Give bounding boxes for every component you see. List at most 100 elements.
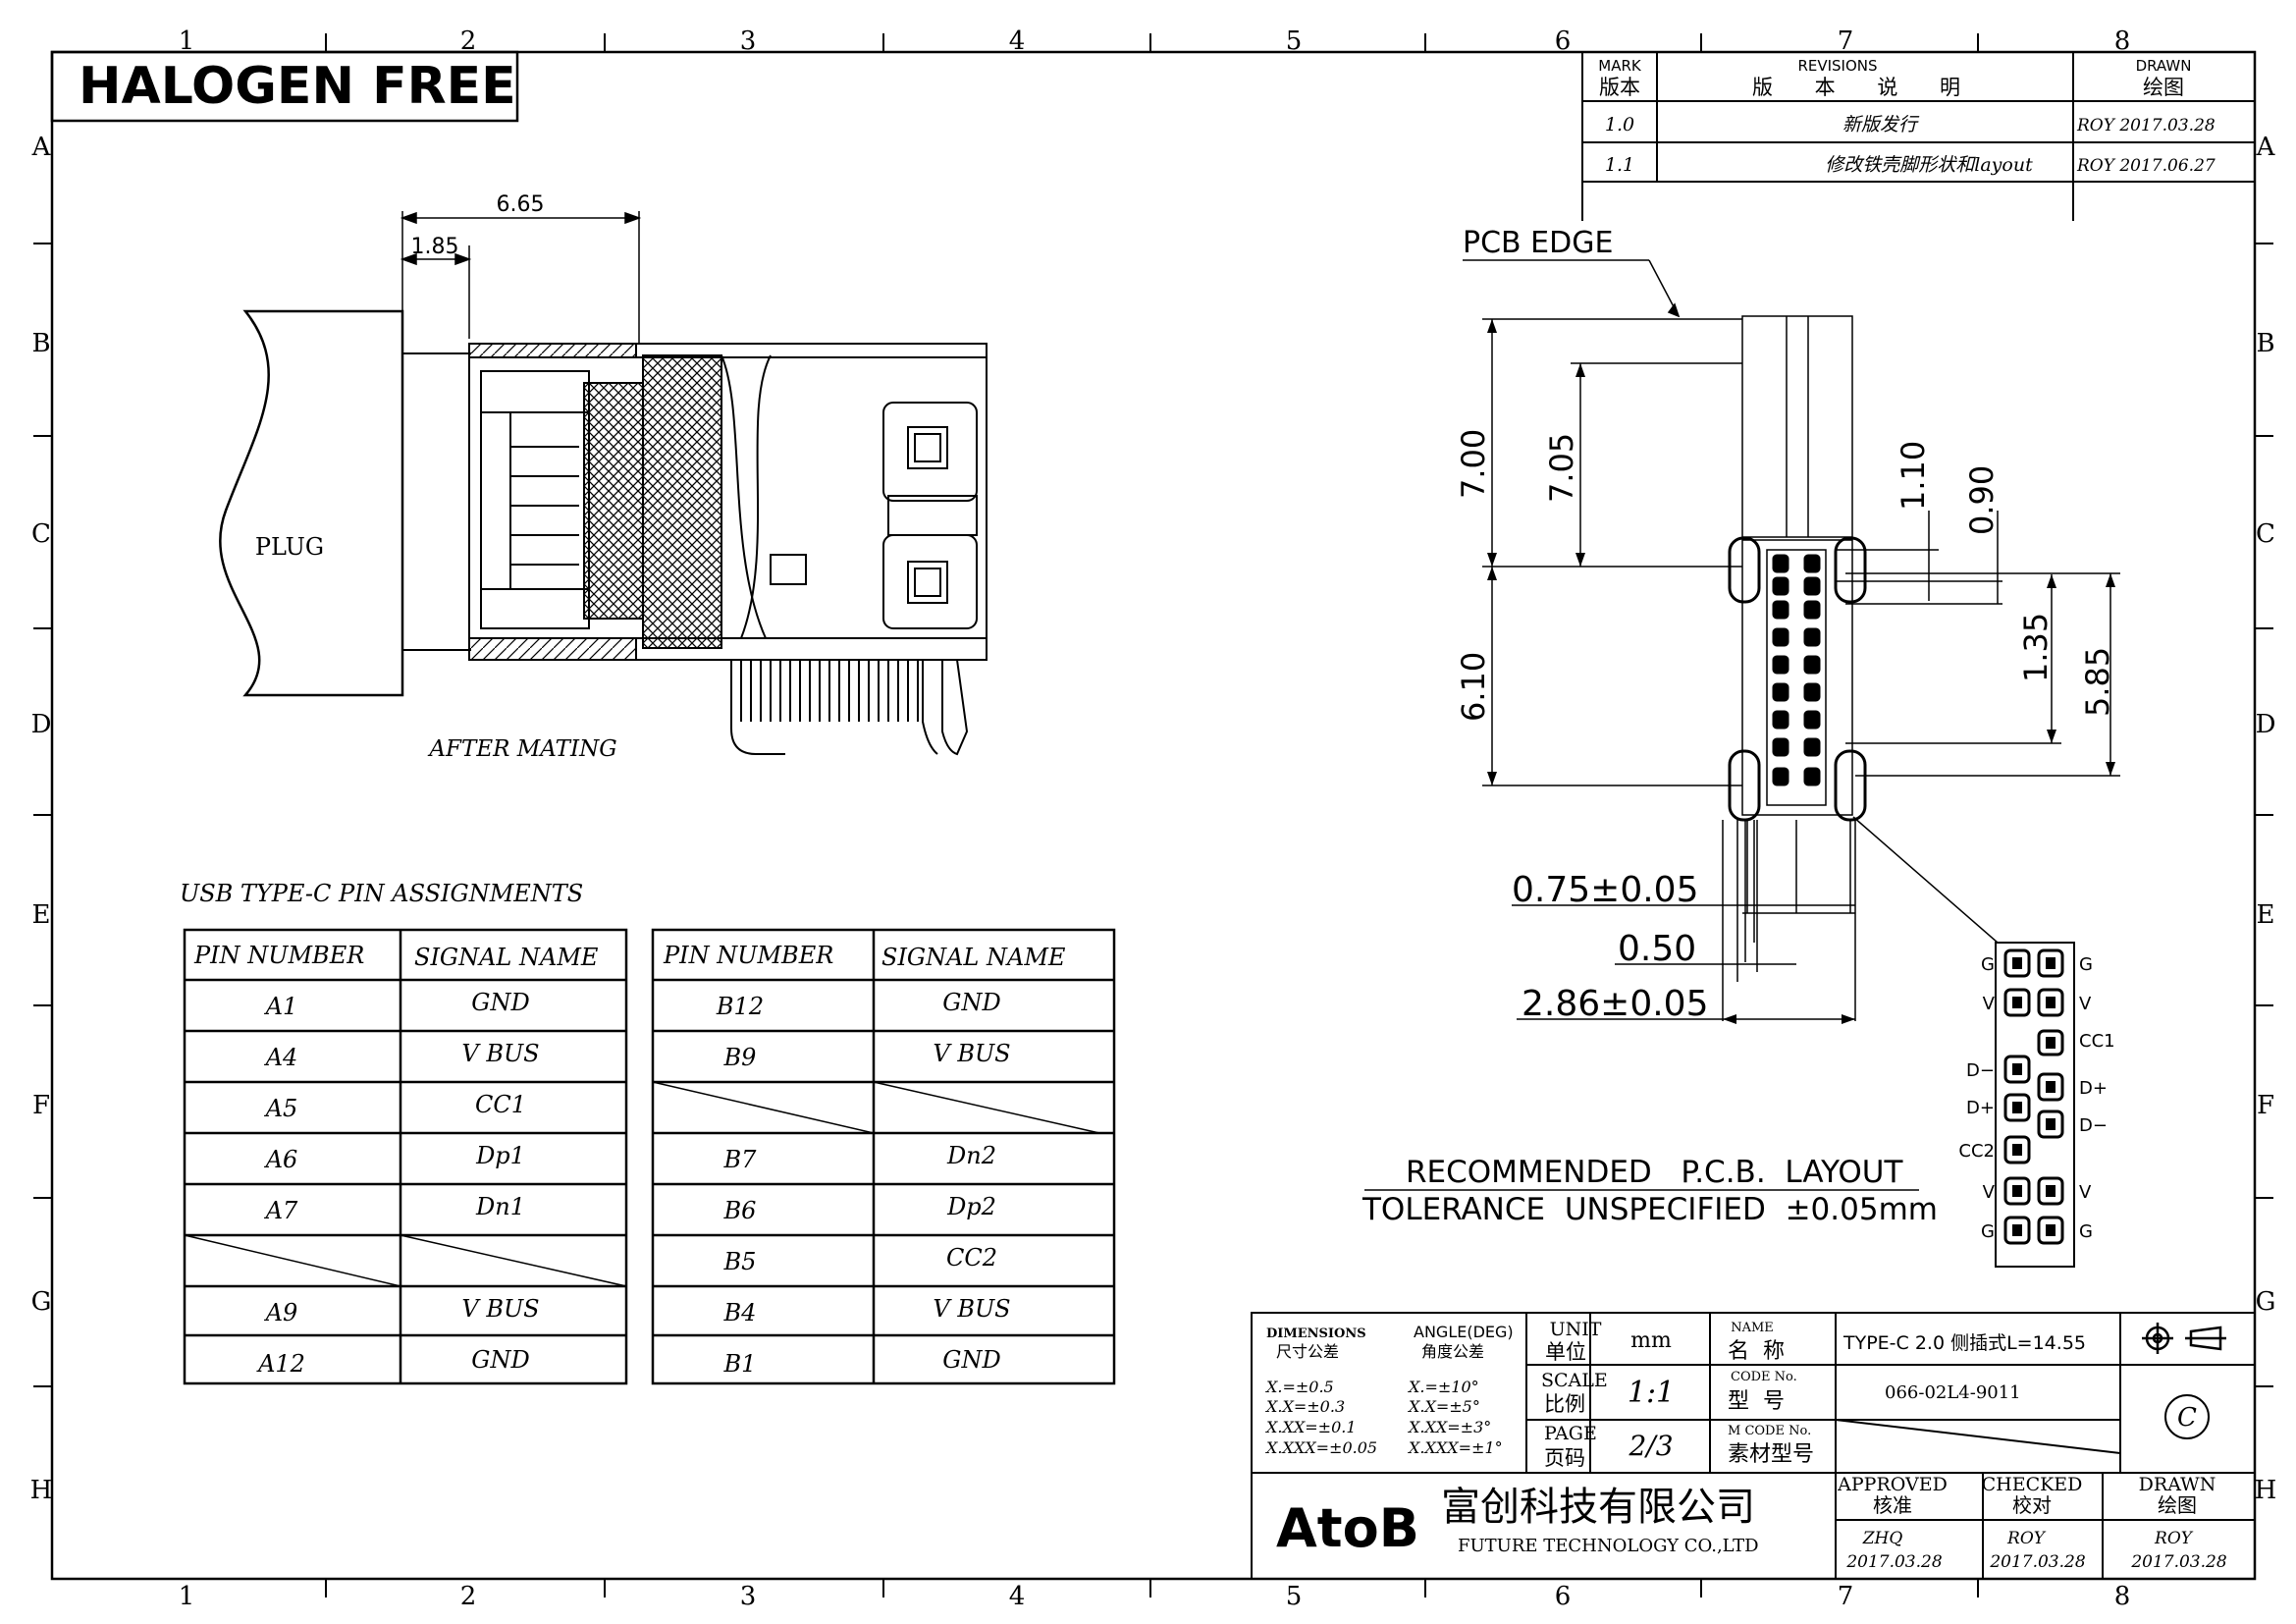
signal-name-cell: Dp2 — [946, 1193, 996, 1220]
pad-array — [1772, 554, 1821, 786]
signal-name-cell: GND — [471, 989, 529, 1016]
dimensions-label: DIMENSIONS — [1266, 1326, 1366, 1341]
row-label: F — [32, 1091, 50, 1120]
halogen-free-box: HALOGEN FREE — [50, 50, 519, 123]
col-signal-name: SIGNAL NAME — [881, 944, 1066, 971]
dim-6-65: 6.65 — [497, 192, 545, 217]
rev-drawn: ROY 2017.06.27 — [2076, 156, 2216, 176]
drawn-date: 2017.03.28 — [2130, 1552, 2227, 1572]
scale-label-cn: 比例 — [1544, 1392, 1585, 1416]
rev-desc-header-cn: 版 本 说 明 — [1752, 76, 1978, 99]
pad-label: D+ — [2079, 1078, 2108, 1099]
row-label: B — [2256, 329, 2274, 358]
front-view: PCB EDGE — [1362, 226, 2120, 1268]
layout-title: RECOMMENDED P.C.B. LAYOUT — [1406, 1155, 1903, 1190]
code-value: 066-02L4-9011 — [1885, 1382, 2021, 1403]
col-label: 8 — [2114, 27, 2131, 56]
pad-label: CC1 — [2079, 1031, 2115, 1052]
row-label: D — [31, 710, 52, 739]
angle-label-cn: 角度公差 — [1421, 1342, 1484, 1361]
unit-label-cn: 单位 — [1545, 1340, 1586, 1364]
pin-assignments: USB TYPE-C PIN ASSIGNMENTS PIN NUMBER SI… — [180, 880, 1116, 1385]
row-label: G — [2256, 1287, 2276, 1317]
pin-number-cell: A12 — [256, 1350, 305, 1378]
rev-mark: 1.0 — [1605, 114, 1634, 135]
checked-label-cn: 校对 — [2012, 1493, 2052, 1517]
mcode-label-cn: 素材型号 — [1728, 1442, 1814, 1467]
dim-7-00: 7.00 — [1455, 429, 1492, 499]
tol-linear: X.X=±0.3 — [1264, 1397, 1345, 1416]
row-label: E — [2257, 900, 2275, 930]
rev-drawn-header-cn: 绘图 — [2143, 76, 2184, 99]
dimensions-label-cn: 尺寸公差 — [1276, 1342, 1339, 1361]
row-label: C — [31, 519, 51, 549]
pad-label: D− — [2079, 1115, 2108, 1136]
approved-by: ZHQ — [1862, 1529, 1903, 1548]
row-label: F — [2257, 1091, 2274, 1120]
pad-label: V — [2079, 994, 2092, 1014]
signal-name-cell: Dn2 — [946, 1142, 996, 1169]
revisions-table: MARK 版本 REVISIONS 版 本 说 明 DRAWN 绘图 1.0 新… — [1581, 51, 2256, 221]
title-block: DIMENSIONS 尺寸公差 ANGLE(DEG) 角度公差 X.=±0.5 … — [1251, 1312, 2256, 1580]
row-label: C — [2256, 519, 2275, 549]
code-label-cn: 型 号 — [1728, 1389, 1785, 1414]
tol-linear: X.XX=±0.1 — [1264, 1418, 1357, 1436]
copyright-mark: C — [2177, 1403, 2197, 1433]
pcb-edge-label: PCB EDGE — [1463, 226, 1613, 260]
pad-label: G — [1981, 954, 1995, 975]
rev-drawn-header: DRAWN — [2136, 57, 2192, 75]
dim-1-35: 1.35 — [2017, 613, 2055, 682]
dim-6-10: 6.10 — [1455, 652, 1492, 722]
row-label: E — [32, 900, 51, 930]
approved-label: APPROVED — [1837, 1474, 1948, 1495]
drawn-by: ROY — [2154, 1529, 2194, 1548]
drawn-label-cn: 绘图 — [2158, 1493, 2197, 1517]
approved-label-cn: 核准 — [1873, 1493, 1912, 1517]
side-view: 6.65 1.85 PLUG — [219, 192, 988, 762]
col-label: 6 — [1555, 1582, 1572, 1611]
tol-linear: X.=±0.5 — [1264, 1378, 1334, 1396]
pad-label: V — [2079, 1182, 2092, 1203]
dim-0-75: 0.75±0.05 — [1512, 870, 1698, 910]
pin-number-cell: B7 — [723, 1146, 758, 1173]
dim-1-85: 1.85 — [411, 235, 459, 259]
pin-number-cell: A7 — [264, 1197, 298, 1224]
row-label: H — [30, 1476, 53, 1505]
dim-0-50: 0.50 — [1618, 929, 1696, 969]
page-label: PAGE — [1544, 1423, 1597, 1444]
atob-logo: AtoB — [1276, 1497, 1419, 1559]
col-label: 2 — [460, 27, 477, 56]
signal-name-cell: GND — [942, 989, 1000, 1016]
company-name-en: FUTURE TECHNOLOGY CO.,LTD — [1458, 1536, 1759, 1556]
drawn-label: DRAWN — [2139, 1474, 2216, 1495]
pin-number-cell: B1 — [723, 1350, 757, 1378]
col-label: 1 — [179, 27, 195, 56]
col-pin-number: PIN NUMBER — [663, 942, 833, 969]
pad-label: G — [2079, 1221, 2093, 1242]
row-label: A — [2256, 133, 2276, 162]
tol-angle: X.XX=±3° — [1407, 1418, 1491, 1436]
angle-label: ANGLE(DEG) — [1414, 1323, 1514, 1341]
tol-angle: X.XXX=±1° — [1407, 1438, 1503, 1457]
col-label: 7 — [1838, 27, 1854, 56]
dim-1-10: 1.10 — [1895, 441, 1932, 511]
signal-name-cell: CC2 — [946, 1244, 997, 1272]
tol-angle: X.=±10° — [1407, 1378, 1479, 1396]
after-mating-caption: AFTER MATING — [427, 736, 616, 762]
dim-7-05: 7.05 — [1543, 433, 1580, 503]
unit-label: UNIT — [1550, 1319, 1602, 1340]
pad-label: D− — [1966, 1060, 1995, 1081]
col-label: 1 — [179, 1582, 195, 1611]
pad-label: G — [1981, 1221, 1995, 1242]
col-label: 2 — [460, 1582, 477, 1611]
col-pin-number: PIN NUMBER — [193, 942, 364, 969]
signal-name-cell: Dp1 — [475, 1142, 525, 1169]
col-label: 4 — [1009, 1582, 1026, 1611]
rev-mark-header: MARK — [1598, 57, 1642, 75]
page-value: 2/3 — [1628, 1430, 1673, 1462]
rev-mark-header-cn: 版本 — [1599, 76, 1640, 99]
col-label: 4 — [1009, 27, 1026, 56]
rev-desc-header: REVISIONS — [1797, 57, 1877, 75]
col-signal-name: SIGNAL NAME — [414, 944, 599, 971]
signal-name-cell: GND — [942, 1346, 1000, 1374]
